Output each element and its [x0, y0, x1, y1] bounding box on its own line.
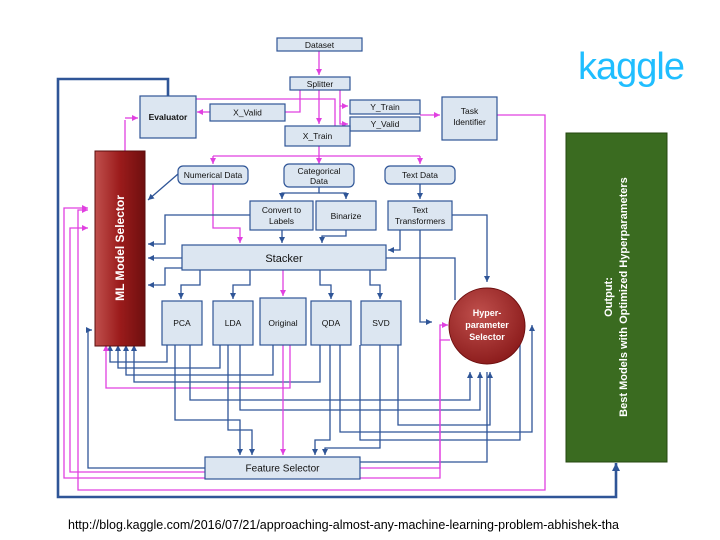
categorical-data-label-2: Data — [310, 176, 328, 186]
node-original: Original — [259, 297, 307, 346]
x-train-label: X_Train — [303, 131, 333, 141]
arrow-cat-binarize — [319, 192, 349, 199]
node-y-train: Y_Train — [349, 99, 421, 115]
node-dataset: Dataset — [276, 37, 363, 52]
arrow-stacker-right — [386, 257, 456, 300]
node-categorical-data: Categorical Data — [283, 163, 355, 188]
arrow-xtrain-split — [213, 146, 420, 157]
arrow-splitter-yvalid — [339, 106, 348, 127]
node-qda: QDA — [310, 300, 352, 346]
arrow-numerical-stacker — [212, 184, 243, 243]
node-text-data: Text Data — [384, 165, 456, 185]
node-x-train: X_Train — [284, 125, 351, 147]
output-label-2: Best Models with Optimized Hyperparamete… — [618, 177, 630, 417]
arrow-binarize-stacker — [319, 230, 347, 243]
arrow-pca-ml — [107, 345, 168, 363]
source-url: http://blog.kaggle.com/2016/07/21/approa… — [68, 518, 620, 532]
binarize-label: Binarize — [331, 211, 362, 221]
arrow-fs-hyper-blue — [360, 372, 488, 463]
arrow-qda-hyper — [339, 325, 535, 433]
node-splitter: Splitter — [289, 76, 351, 91]
output-label-1: Output: — [603, 277, 615, 317]
arrow-evaluator-output — [56, 77, 620, 499]
pca-label: PCA — [173, 318, 191, 328]
arrow-cat-convert — [279, 187, 320, 199]
arrow-task-loop — [77, 114, 546, 491]
node-ml-model-selector: ML Model Selector — [94, 150, 146, 347]
node-text-transformers: Text Transformers — [387, 200, 453, 231]
arrow-stacker-svd — [369, 270, 383, 299]
y-valid-label: Y_Valid — [371, 119, 400, 129]
convert-to-labels-label-1: Convert to — [262, 205, 301, 215]
hyper-label-2: parameter — [465, 320, 509, 330]
evaluator-label: Evaluator — [149, 112, 188, 122]
arrow-convert-ml — [148, 214, 260, 247]
hyper-label-1: Hyper- — [473, 308, 502, 318]
svd-label: SVD — [372, 318, 389, 328]
arrow-original-ml-pink — [103, 345, 291, 389]
task-identifier-label-2: Identifier — [453, 117, 486, 127]
arrow-qda-ml — [131, 345, 321, 383]
node-svd: SVD — [360, 300, 402, 346]
text-transformers-label-1: Text — [412, 205, 428, 215]
arrow-svd-fs — [322, 345, 381, 455]
arrow-text-stacker — [388, 230, 401, 253]
arrow-lda-ml — [115, 345, 221, 369]
kaggle-logo: kaggle — [578, 46, 685, 88]
arrow-text-svd — [419, 230, 432, 325]
x-valid-label: X_Valid — [233, 108, 262, 118]
arrow-numerical-ml — [147, 173, 179, 201]
node-binarize: Binarize — [315, 200, 377, 231]
node-convert-to-labels: Convert to Labels — [249, 200, 314, 231]
y-train-label: Y_Train — [370, 102, 400, 112]
dataset-label: Dataset — [305, 40, 335, 50]
lda-label: LDA — [225, 318, 242, 328]
node-feature-selector: Feature Selector — [204, 456, 361, 480]
numerical-data-label: Numerical Data — [184, 170, 243, 180]
arrow-fs-ml — [86, 327, 205, 469]
arrow-text-hyper — [452, 214, 490, 282]
node-x-valid: X_Valid — [209, 103, 286, 122]
node-numerical-data: Numerical Data — [177, 165, 249, 185]
feature-selector-label: Feature Selector — [246, 464, 321, 475]
arrow-pca-fs — [174, 345, 243, 455]
node-task-identifier: Task Identifier — [441, 96, 498, 141]
text-data-label: Text Data — [402, 170, 438, 180]
node-hyperparameter-selector: Hyper- parameter Selector — [448, 287, 526, 365]
arrow-svd-hyper — [397, 345, 493, 426]
node-stacker: Stacker — [181, 244, 387, 271]
node-pca: PCA — [161, 300, 203, 346]
arrow-stacker-pca — [178, 270, 201, 299]
arrow-fs-hyper — [360, 322, 448, 469]
ml-model-selector-label: ML Model Selector — [113, 195, 127, 301]
arrow-fs-ml-pink — [69, 225, 205, 473]
arrow-original-ml — [123, 345, 274, 376]
stacker-label: Stacker — [265, 253, 303, 265]
hyper-label-3: Selector — [469, 332, 505, 342]
convert-to-labels-label-2: Labels — [269, 216, 294, 226]
node-y-valid: Y_Valid — [349, 116, 421, 132]
node-evaluator: Evaluator — [139, 95, 197, 139]
arrow-stacker-qda — [319, 270, 334, 299]
connectors — [56, 51, 620, 499]
node-lda: LDA — [212, 300, 254, 346]
node-output: Output: Best Models with Optimized Hyper… — [565, 132, 668, 463]
task-identifier-label-1: Task — [461, 106, 479, 116]
arrow-stacker-lda — [230, 270, 251, 299]
arrow-qda-fs — [312, 345, 331, 455]
arrow-lda-fs — [227, 345, 255, 455]
arrow-stacker-ml2 — [148, 267, 182, 288]
original-label: Original — [268, 318, 297, 328]
qda-label: QDA — [322, 318, 341, 328]
text-transformers-label-2: Transformers — [395, 216, 445, 226]
splitter-label: Splitter — [307, 79, 334, 89]
categorical-data-label-1: Categorical — [298, 166, 341, 176]
arrow-splitter-ytrain — [330, 88, 348, 109]
